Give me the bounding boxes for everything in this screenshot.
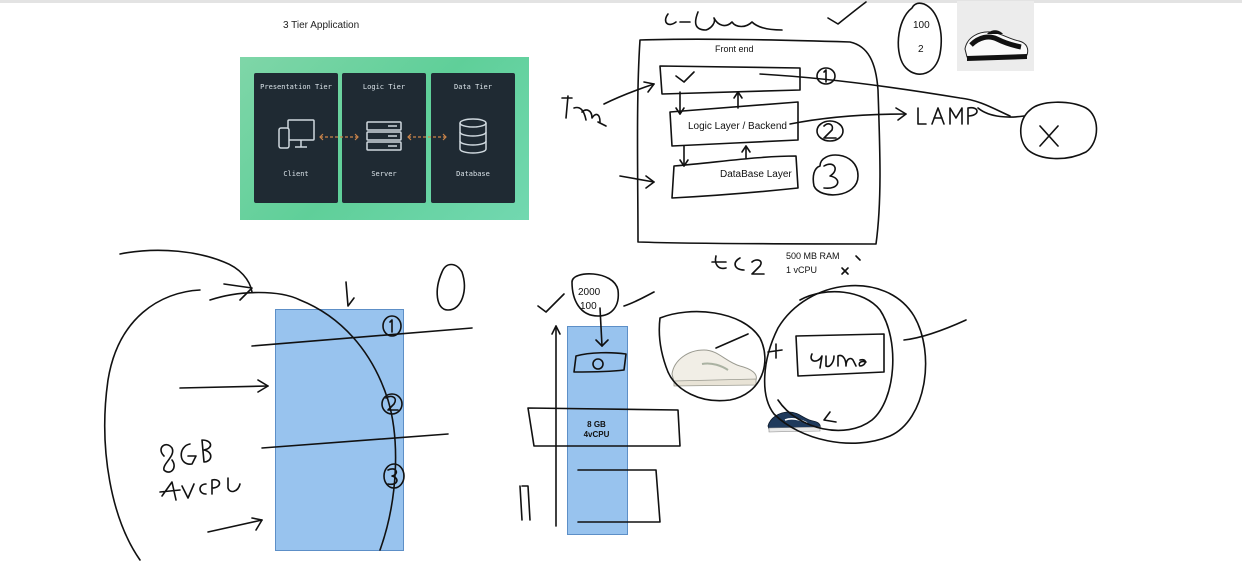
circle-value-bottom: 2 bbox=[918, 44, 924, 55]
database-icon bbox=[459, 118, 487, 154]
server-spec-cpu: 4vCPU bbox=[583, 430, 610, 439]
server-block-small bbox=[567, 326, 628, 535]
tier-name: Logic Tier bbox=[362, 83, 406, 91]
ec2-ram-label: 500 MB RAM bbox=[786, 251, 840, 261]
tier-footer: Server bbox=[371, 170, 397, 178]
circle-mid-value-top: 2000 bbox=[578, 287, 601, 298]
logic-tier-box: Logic Tier Server bbox=[342, 73, 426, 203]
tier-footer: Database bbox=[456, 170, 490, 178]
logic-layer-label: Logic Layer / Backend bbox=[688, 121, 787, 132]
ec2-cpu-label: 1 vCPU bbox=[786, 265, 818, 275]
diagram-title: 3 Tier Application bbox=[283, 20, 360, 31]
tier-name: Data Tier bbox=[454, 83, 492, 91]
presentation-tier-box: Presentation Tier Client bbox=[254, 73, 338, 203]
shoe-thumbnail bbox=[957, 1, 1034, 71]
database-layer-label: DataBase Layer bbox=[720, 169, 792, 180]
tier-connectors bbox=[319, 133, 447, 141]
three-tier-card: Presentation Tier Client Logic Tier Serv… bbox=[240, 57, 529, 220]
sneaker-icon bbox=[964, 30, 1029, 61]
server-block-large bbox=[275, 309, 404, 551]
monitor-phone-icon bbox=[278, 119, 315, 149]
circle-value-top: 100 bbox=[913, 20, 930, 31]
circle-mid-value-bottom: 100 bbox=[580, 301, 597, 312]
tier-footer: Client bbox=[283, 170, 309, 178]
frontend-label: Front end bbox=[715, 44, 754, 54]
top-bar bbox=[0, 0, 1242, 3]
server-spec-ram: 8 GB bbox=[587, 420, 606, 429]
tier-name: Presentation Tier bbox=[260, 83, 332, 91]
server-icon bbox=[366, 121, 402, 151]
